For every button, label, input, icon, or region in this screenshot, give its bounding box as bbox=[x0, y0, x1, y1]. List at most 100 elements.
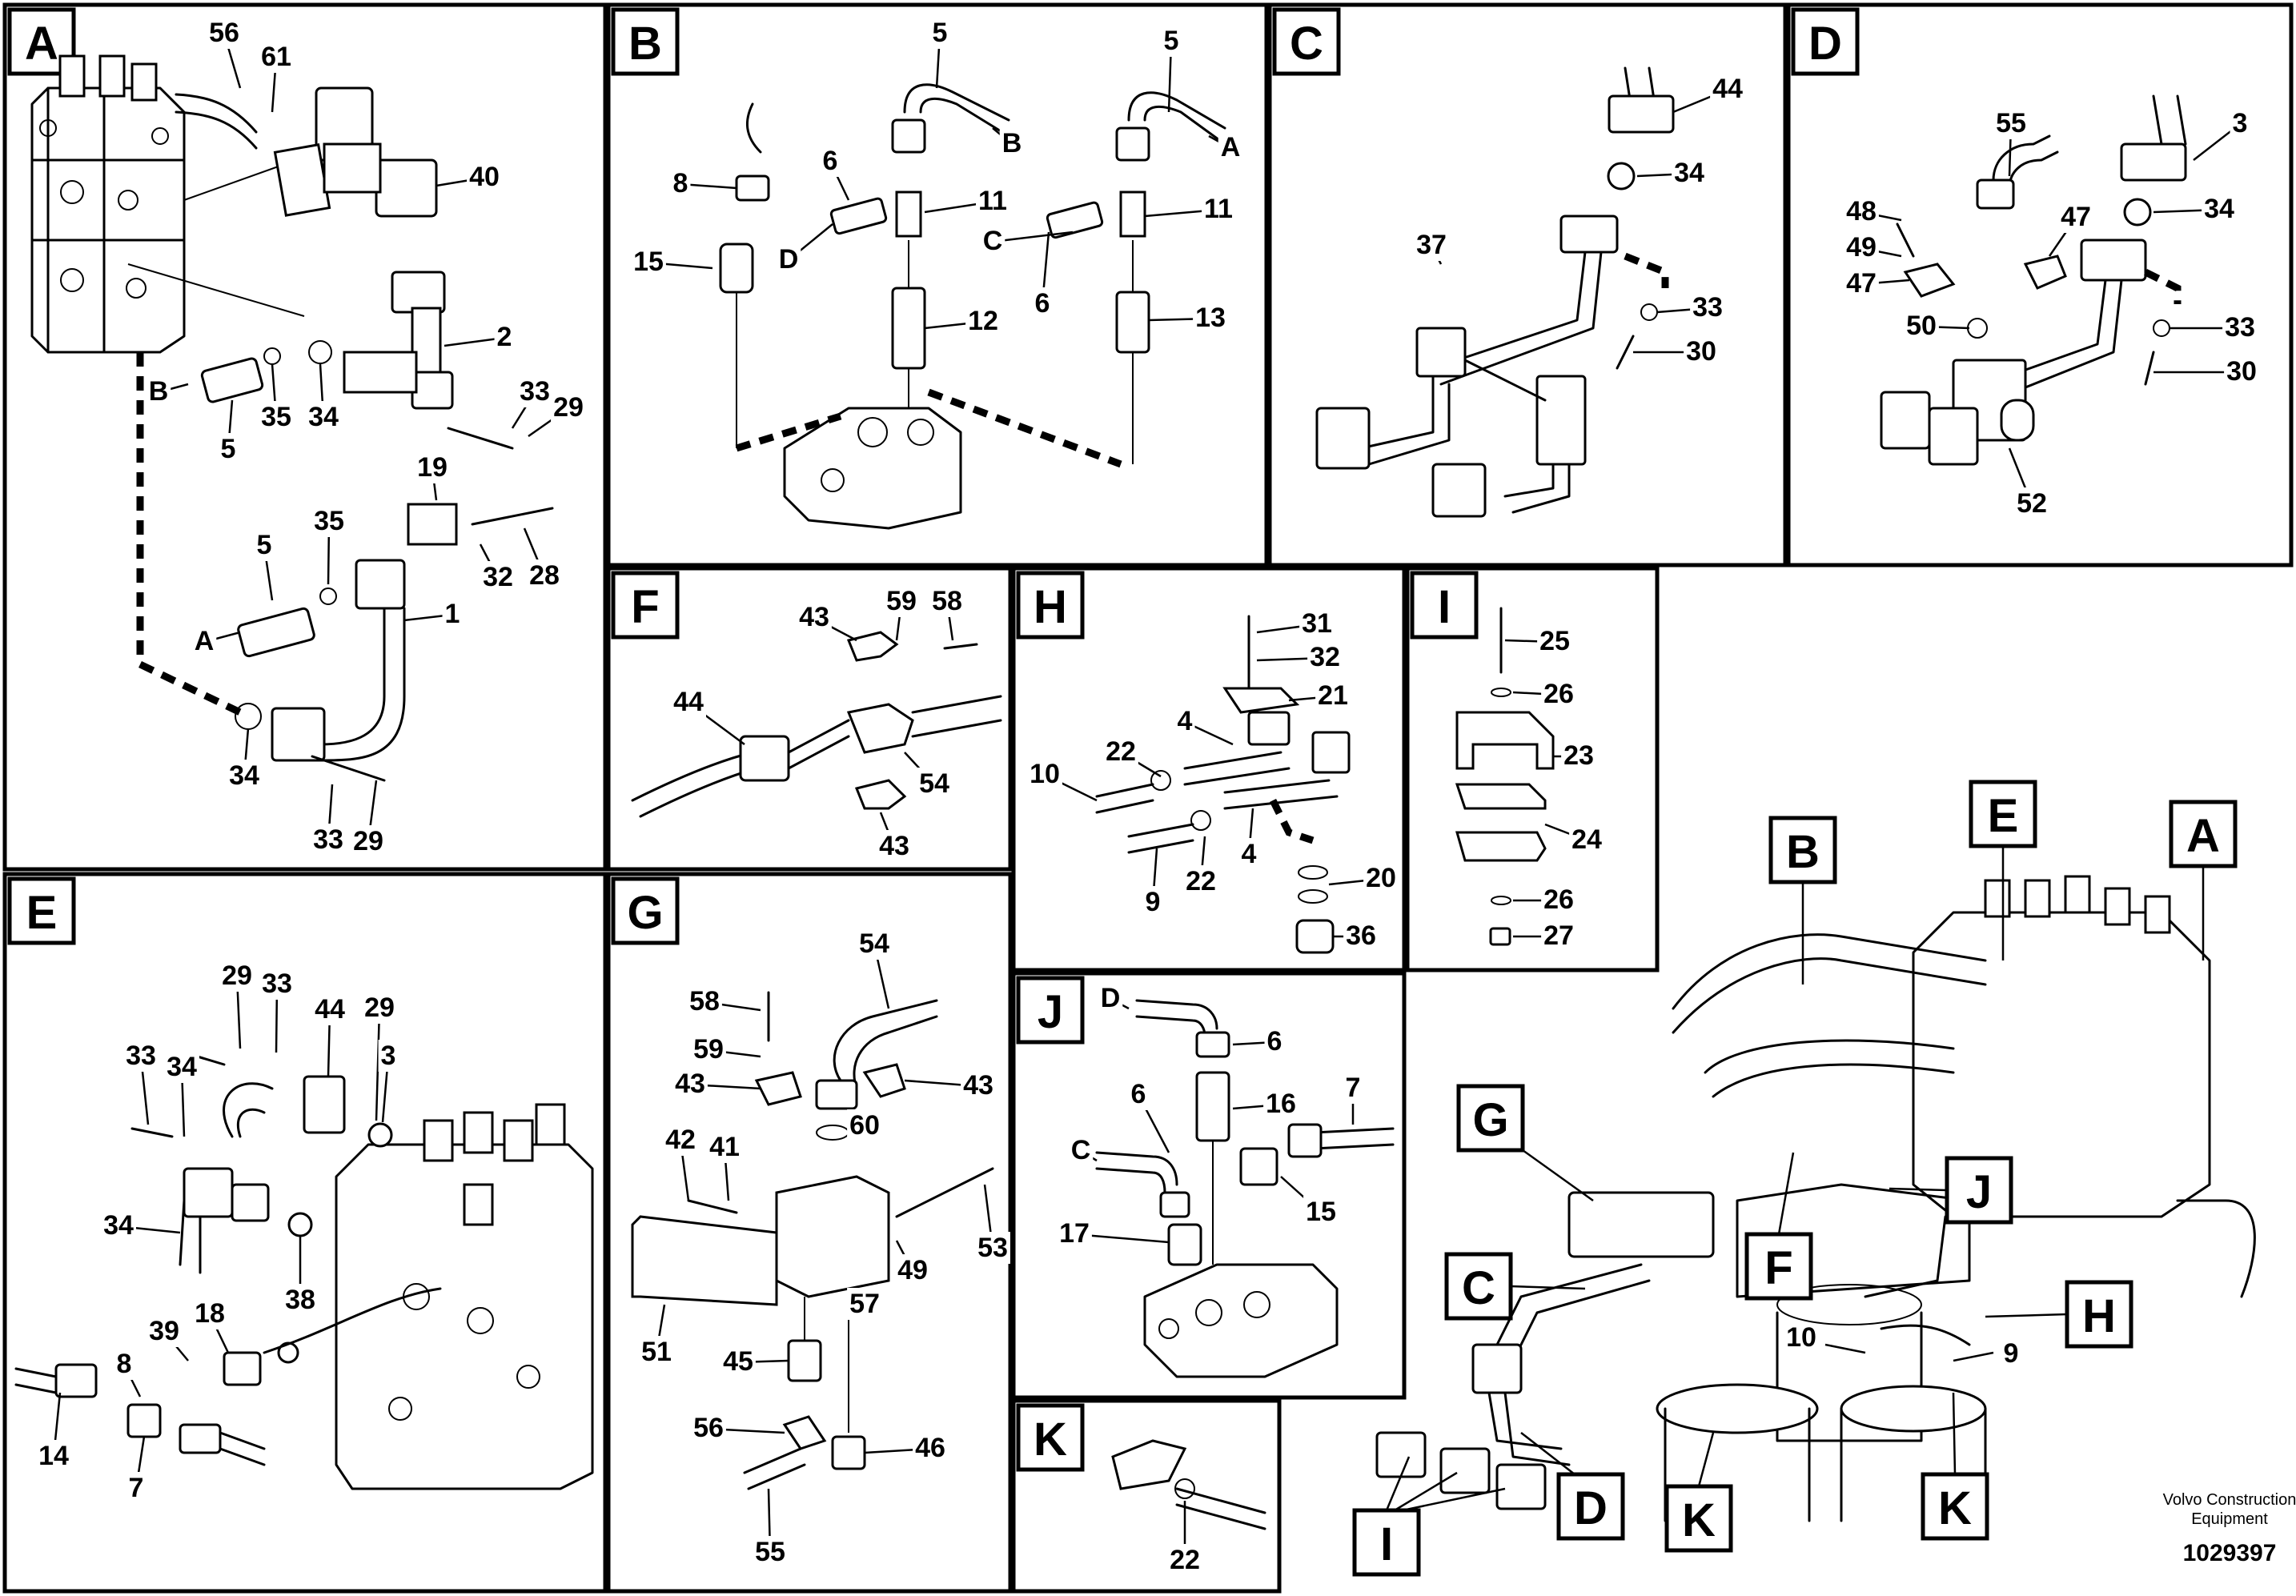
callout-label-bg bbox=[1414, 229, 1449, 261]
callout-label-bg bbox=[126, 1472, 147, 1504]
bracket-51 bbox=[631, 1215, 778, 1306]
callout-label-bg bbox=[917, 768, 952, 800]
overview-tag-c: C bbox=[1444, 1252, 1586, 1321]
svg-text:K: K bbox=[1682, 1494, 1716, 1546]
callout-label-e-12: 14 bbox=[38, 1441, 69, 1471]
callout-label-c-1: 34 bbox=[1674, 158, 1704, 188]
callout-label-d-2: 34 bbox=[2204, 194, 2234, 224]
callout-label-a-12: 35 bbox=[314, 506, 344, 536]
callout-label-f-3: 44 bbox=[673, 687, 704, 717]
svg-text:A: A bbox=[25, 18, 58, 70]
panel-f-tag: F bbox=[611, 571, 680, 640]
callout-label-bg bbox=[639, 1336, 674, 1368]
callout-label-b-6: 11 bbox=[978, 186, 1007, 216]
callout-label-bg bbox=[312, 993, 347, 1025]
callout-label-a-9: 29 bbox=[553, 392, 584, 423]
callout-label-h-2: 21 bbox=[1318, 680, 1348, 711]
callout-label-g-6: 42 bbox=[665, 1125, 696, 1155]
svg-text:J: J bbox=[1966, 1166, 1992, 1218]
hose-7-j bbox=[1311, 1127, 1395, 1150]
flange-3 bbox=[183, 1167, 234, 1218]
callout-label-bg bbox=[551, 391, 586, 423]
fitting-54-end bbox=[846, 703, 914, 754]
svg-text:A: A bbox=[2186, 810, 2220, 862]
overview-tag-b: B bbox=[1768, 816, 1837, 984]
callout-label-bg bbox=[259, 968, 295, 1000]
adapter-5-upper bbox=[200, 357, 264, 403]
callout-label-a-13: 28 bbox=[529, 560, 560, 591]
callout-label-bg bbox=[164, 1051, 199, 1083]
hose-5-a bbox=[1127, 91, 1226, 130]
callout-label-e-3: 29 bbox=[364, 992, 395, 1023]
callout-label-d-8: 33 bbox=[2225, 312, 2255, 343]
callout-label-bg bbox=[227, 760, 262, 792]
callout-label-e-2: 44 bbox=[315, 994, 345, 1025]
callout-label-c-3: 33 bbox=[1692, 292, 1723, 323]
callout-label-bg bbox=[527, 559, 562, 591]
callout-label-d-3: 48 bbox=[1846, 196, 1877, 227]
hose-6-c bbox=[1095, 1151, 1178, 1194]
callout-label-bg bbox=[1263, 1088, 1299, 1120]
clamp-43-lower bbox=[854, 779, 907, 810]
callout-label-g-2: 59 bbox=[693, 1034, 724, 1065]
svg-text:B: B bbox=[1786, 826, 1820, 878]
callout-label-a-5: B bbox=[149, 376, 169, 407]
callout-label-a-1: 61 bbox=[261, 42, 291, 72]
svg-text:K: K bbox=[1034, 1414, 1067, 1466]
callout-label-j-5: C bbox=[1071, 1135, 1091, 1165]
callout-label-bg bbox=[1710, 73, 1745, 105]
callout-label-bg bbox=[1904, 310, 1939, 342]
callout-label-g-10: 51 bbox=[641, 1337, 672, 1367]
callout-label-bg bbox=[467, 161, 502, 193]
callout-label-b-10: C bbox=[983, 226, 1003, 256]
callout-label-bg bbox=[1541, 678, 1576, 710]
clamp-43-g-left bbox=[754, 1071, 802, 1106]
panel-d-frame bbox=[1786, 2, 2294, 567]
brand-line-2: Equipment bbox=[2191, 1510, 2268, 1528]
callout-label-bg bbox=[1174, 705, 1195, 737]
callout-label-bg bbox=[2014, 487, 2049, 519]
callout-leader-b-10 bbox=[992, 231, 1074, 243]
callout-label-bg bbox=[147, 1315, 182, 1347]
callout-label-e-4: 33 bbox=[126, 1041, 156, 1071]
callout-label-bg bbox=[259, 41, 294, 73]
callout-label-bg bbox=[1193, 302, 1228, 334]
callout-label-b-0: 5 bbox=[933, 18, 948, 48]
callout-label-bg bbox=[980, 225, 1006, 257]
callout-label-g-7: 41 bbox=[709, 1132, 740, 1162]
overview-callout-10: 10 bbox=[1786, 1322, 1866, 1354]
callout-label-bg bbox=[1264, 1025, 1285, 1057]
callout-label-bg bbox=[671, 686, 706, 718]
tee-14 bbox=[126, 1403, 162, 1438]
callout-label-c-0: 44 bbox=[1712, 74, 1743, 104]
callout-label-bg bbox=[480, 561, 516, 593]
panel-j-tag: J bbox=[1016, 976, 1085, 1045]
callout-label-bg bbox=[1167, 1544, 1202, 1576]
callout-label-bg bbox=[362, 992, 397, 1024]
adapter-6-d bbox=[829, 197, 888, 235]
callout-label-i-1: 26 bbox=[1543, 679, 1574, 709]
adapter-12 bbox=[891, 287, 926, 370]
tube-4-upper bbox=[1183, 751, 1290, 786]
clamp-47-right bbox=[2023, 255, 2067, 290]
callout-label-a-16: 1 bbox=[445, 599, 460, 629]
callout-label-bg bbox=[1343, 920, 1379, 952]
callout-label-a-15: A bbox=[195, 626, 215, 656]
panel-j-frame bbox=[1011, 971, 1407, 1400]
callout-label-b-9: D bbox=[779, 244, 799, 275]
svg-text:D: D bbox=[1808, 18, 1842, 70]
callout-label-j-6: 15 bbox=[1306, 1197, 1336, 1227]
hose-6-d bbox=[1135, 999, 1218, 1038]
callout-label-a-11: 5 bbox=[257, 530, 272, 560]
hose-7-e bbox=[219, 1431, 266, 1466]
callout-label-f-4: 54 bbox=[919, 768, 949, 799]
callout-label-bg bbox=[687, 985, 722, 1017]
panel-i-frame bbox=[1405, 566, 1660, 972]
panel-g-drawing bbox=[631, 991, 994, 1490]
callout-label-bg bbox=[670, 167, 691, 199]
nut-36 bbox=[1295, 919, 1335, 954]
svg-text:10: 10 bbox=[1786, 1322, 1816, 1353]
callout-label-bg bbox=[1537, 625, 1572, 657]
panel-h-tag: H bbox=[1016, 571, 1085, 640]
adapter-5-lower bbox=[237, 607, 315, 658]
